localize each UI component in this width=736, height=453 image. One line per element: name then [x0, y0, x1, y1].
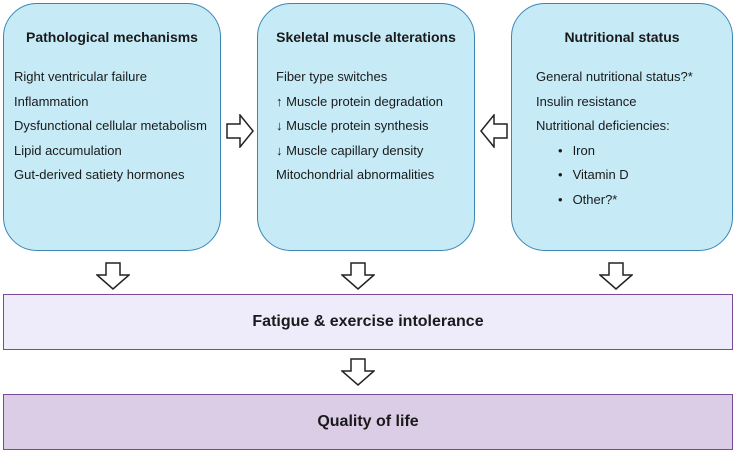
list-item: Inflammation	[14, 93, 89, 109]
skeletal-muscle-alterations-box: Skeletal muscle alterations Fiber type s…	[257, 3, 475, 251]
fatigue-exercise-intolerance-box: Fatigue & exercise intolerance	[3, 294, 733, 350]
arrow-down-icon	[341, 358, 375, 386]
list-item: Insulin resistance	[536, 93, 637, 109]
arrow-down-icon	[341, 262, 375, 290]
list-item: Lipid accumulation	[14, 142, 122, 158]
list-item: Nutritional deficiencies:	[536, 118, 670, 133]
list-item: Other?*	[536, 188, 693, 213]
quality-of-life-label: Quality of life	[317, 413, 419, 430]
pathological-mechanisms-list: Right ventricular failure Inflammation D…	[14, 65, 207, 188]
list-item: Mitochondrial abnormalities	[276, 167, 435, 182]
list-item: ↓ Muscle capillary density	[276, 142, 424, 158]
pathological-mechanisms-box: Pathological mechanisms Right ventricula…	[3, 3, 221, 251]
pathological-mechanisms-title: Pathological mechanisms	[26, 29, 198, 45]
list-item: General nutritional status?*	[536, 69, 693, 84]
quality-of-life-box: Quality of life	[3, 394, 733, 450]
list-item: Vitamin D	[536, 163, 693, 188]
arrow-down-icon	[599, 262, 633, 290]
list-item: ↓ Muscle protein synthesis	[276, 118, 429, 133]
list-item: Fiber type switches	[276, 69, 388, 84]
list-item: Iron	[536, 139, 693, 164]
nutritional-status-box: Nutritional status General nutritional s…	[511, 3, 733, 251]
arrow-left-icon	[480, 114, 508, 148]
nutritional-status-list: General nutritional status?* Insulin res…	[536, 65, 693, 212]
arrow-right-icon	[226, 114, 254, 148]
list-item: Gut-derived satiety hormones	[14, 167, 185, 182]
arrow-down-icon	[96, 262, 130, 290]
nutritional-status-title: Nutritional status	[564, 29, 680, 45]
skeletal-muscle-alterations-title: Skeletal muscle alterations	[276, 29, 456, 45]
list-item: Right ventricular failure	[14, 69, 147, 84]
list-item: ↑ Muscle protein degradation	[276, 93, 443, 109]
skeletal-muscle-alterations-list: Fiber type switches ↑ Muscle protein deg…	[276, 65, 443, 188]
list-item: Dysfunctional cellular metabolism	[14, 118, 207, 133]
fatigue-exercise-intolerance-label: Fatigue & exercise intolerance	[252, 313, 484, 330]
